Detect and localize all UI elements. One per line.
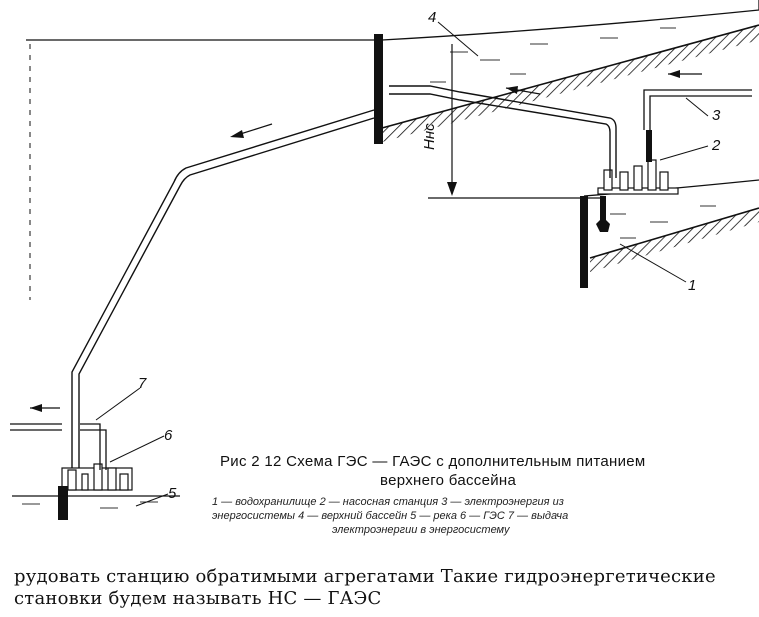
legend-line-1: 1 — водохранилище 2 — насосная станция 3… [212, 496, 564, 508]
upper-dam-wall [374, 34, 383, 144]
figure-legend: 1 — водохранилище 2 — насосная станция 3… [212, 495, 757, 537]
lower-dam-wall [580, 196, 588, 288]
power-input-line [643, 70, 752, 132]
power-output-line [10, 404, 107, 470]
caption-line-1: Рис 2 12 Схема ГЭС — ГАЭС с дополнительн… [220, 453, 646, 470]
upper-basin [381, 0, 759, 142]
label-5: 5 [168, 485, 177, 502]
penstock-pipe [71, 109, 375, 470]
figure-caption: Рис 2 12 Схема ГЭС — ГАЭС с дополнительн… [220, 452, 759, 490]
label-2: 2 [711, 137, 721, 154]
label-4: 4 [428, 9, 436, 26]
head-label: Hнс [421, 123, 438, 150]
label-3: 3 [712, 107, 721, 124]
river [12, 495, 180, 509]
label-1: 1 [688, 277, 696, 294]
body-paragraph: рудовать станцию обратимыми агрегатами Т… [14, 566, 754, 610]
body-line-1: рудовать станцию обратимыми агрегатами Т… [14, 566, 716, 587]
pump-station [596, 130, 679, 232]
hpp-station [58, 463, 133, 520]
label-6: 6 [164, 427, 173, 444]
pump-pipe [389, 85, 617, 178]
caption-line-2: верхнего бассейна [380, 472, 517, 489]
legend-line-3: электроэнергии в энергосистему [332, 524, 510, 536]
upper-level-line [26, 39, 378, 300]
head-dimension [428, 44, 600, 199]
body-line-2: становки будем называть НС — ГАЭС [14, 588, 382, 609]
pump-flow-arrow [505, 86, 541, 95]
label-7: 7 [138, 375, 147, 392]
penstock-flow-arrow [230, 123, 273, 138]
legend-line-2: энергосистемы 4 — верхний бассейн 5 — ре… [212, 510, 569, 522]
